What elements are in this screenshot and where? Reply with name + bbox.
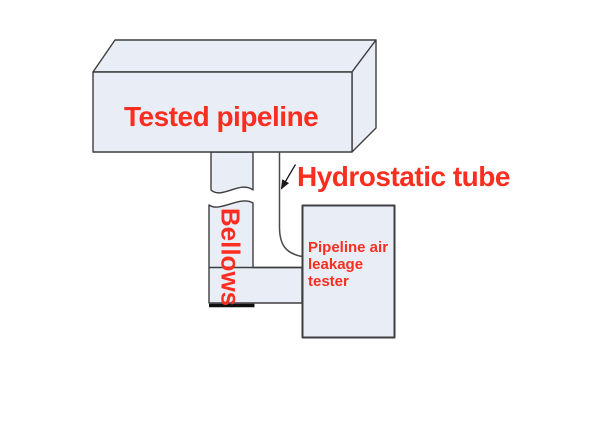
- tester-label: Pipeline air leakage tester: [308, 239, 388, 290]
- hydrostatic-tube-line: [278, 152, 303, 258]
- hydrostatic-tube-label: Hydrostatic tube: [297, 161, 510, 192]
- bellows-label: Bellows: [215, 207, 246, 307]
- bellows-pipe-upper-segment: [210, 151, 254, 194]
- hydrostatic-tube-arrow: [280, 164, 297, 190]
- tester-label-line-1: Pipeline air: [308, 239, 389, 256]
- tester-box: [301, 204, 396, 339]
- tester-label-line-3: tester: [308, 273, 349, 290]
- pipeline-box-front-face: [92, 71, 353, 153]
- pipeline-box-top-face: [92, 39, 377, 73]
- tester-label-line-2: leakage: [308, 256, 364, 273]
- tested-pipeline-label: Tested pipeline: [124, 101, 319, 132]
